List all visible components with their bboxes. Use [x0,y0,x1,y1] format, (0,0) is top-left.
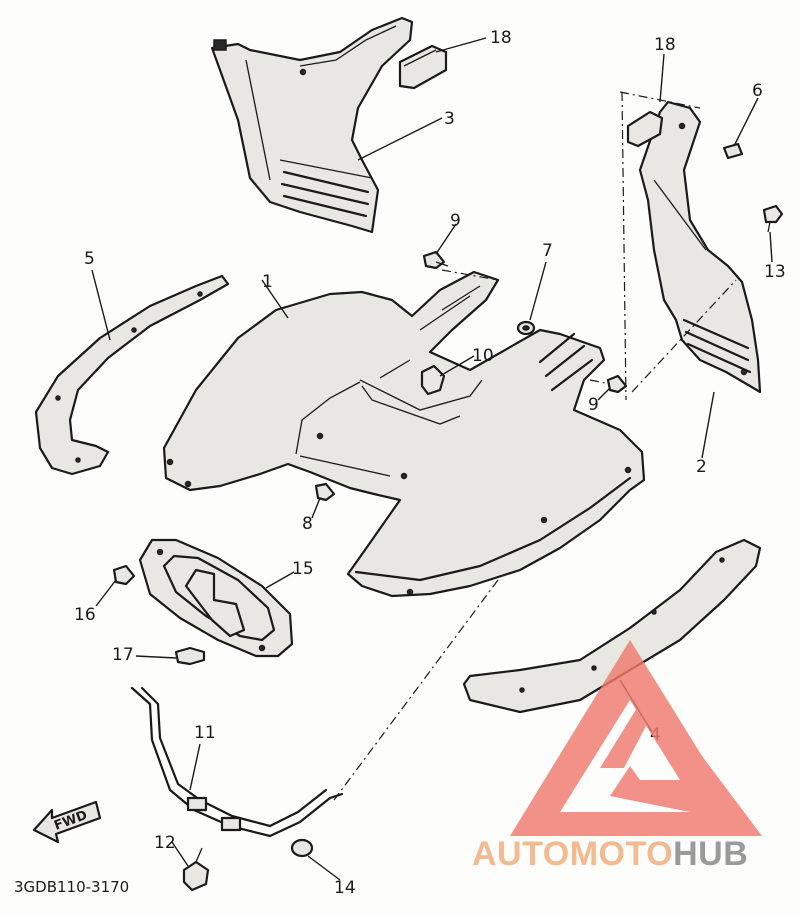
callout-6: 6 [752,81,763,101]
callout-18-left: 18 [490,28,512,48]
callout-16: 16 [74,605,96,625]
callout-8: 8 [302,514,313,534]
part-18-pad-right [626,110,664,148]
part-18-pad-left [398,44,448,90]
fastener-13 [762,204,784,233]
callout-18-right: 18 [654,35,676,55]
watermark-logo-icon [510,640,762,836]
callouts: 1 2 3 4 5 6 7 8 9 9 10 11 12 13 14 15 16… [74,28,786,898]
watermark-part-auto: AUTO [472,835,570,873]
fastener-17 [174,646,206,666]
fastener-8 [314,482,336,502]
callout-15: 15 [292,559,314,579]
fastener-16 [112,564,136,586]
watermark-part-hub: HUB [673,835,749,873]
fastener-6 [722,142,744,160]
fastener-10 [420,364,446,396]
fastener-12 [182,847,210,892]
part-4-right-flap [462,538,762,714]
part-2-right-side-panel [638,100,762,394]
callout-9-upper: 9 [450,211,461,231]
callout-13: 13 [764,262,786,282]
callout-1: 1 [262,272,273,292]
callout-12: 12 [154,833,176,853]
callout-9-right: 9 [588,395,599,415]
callout-2: 2 [696,457,707,477]
assembly-lines [333,91,737,801]
callout-17: 17 [112,645,134,665]
drawing-code: 3GDB110-3170 [14,878,129,896]
watermark-part-moto: MOTO [569,835,674,873]
fwd-arrow: FWD [32,800,102,844]
part-11-lower-stay [130,686,344,838]
fastener-9-right [606,374,628,394]
fastener-14 [290,838,314,858]
part-15-bracket [138,538,294,658]
fastener-9-upper [422,250,449,270]
part-5-left-flap [34,274,230,476]
part-1-front-fender [162,270,646,598]
callout-3: 3 [444,109,455,129]
fastener-7 [516,320,536,336]
callout-5: 5 [84,249,95,269]
callout-7: 7 [542,241,553,261]
watermark-text: AUTOMOTOHUB [472,835,748,874]
callout-10: 10 [472,346,494,366]
leader-lines [91,37,773,881]
callout-11: 11 [194,723,216,743]
part-3-left-side-panel [210,16,414,234]
callout-14: 14 [334,878,356,898]
